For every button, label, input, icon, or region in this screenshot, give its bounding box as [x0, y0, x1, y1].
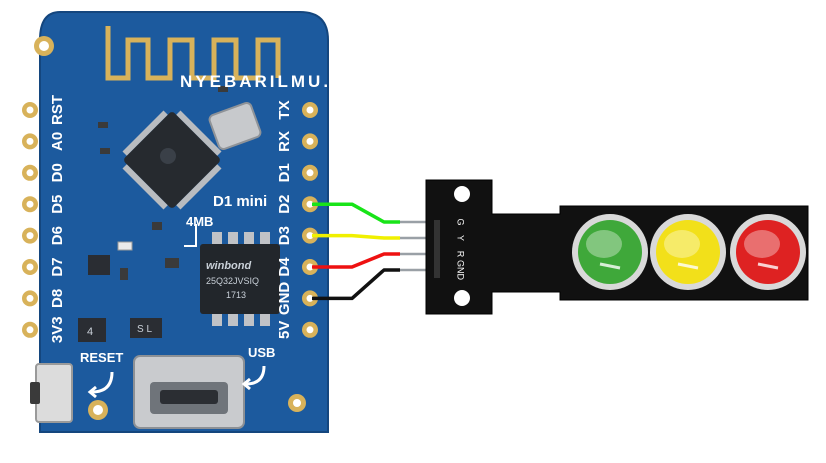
- reset-arrow: [91, 371, 114, 394]
- reset-label: RESET: [80, 350, 123, 365]
- right-pin-label: D1: [276, 163, 293, 182]
- flash-size-arrow: [184, 224, 197, 247]
- left-pin-d8: D8: [22, 289, 66, 308]
- right-pin-label: RX: [276, 131, 293, 152]
- left-pin-label: A0: [49, 132, 66, 151]
- left-pin-a0: A0: [22, 132, 66, 151]
- module-mount-hole-top: [454, 186, 470, 202]
- flash-chip: [200, 232, 280, 326]
- left-pin-d0: D0: [22, 163, 66, 182]
- sl-part-label: S L: [137, 324, 152, 335]
- left-pin-label: D5: [49, 195, 66, 214]
- wire-d3-to-y: [312, 233, 442, 240]
- left-pin-3v3: 3V3: [22, 316, 66, 343]
- led-red: [730, 214, 806, 290]
- left-pin-label: D0: [49, 163, 66, 182]
- usb-arrow: [245, 365, 266, 386]
- jumper-wires: [312, 202, 442, 301]
- left-pin-label: D6: [49, 226, 66, 245]
- left-pin-label: D7: [49, 257, 66, 276]
- esp8266-chip: [122, 110, 222, 210]
- right-pin-label: D3: [276, 226, 293, 245]
- led-green: [572, 214, 648, 290]
- sl-part: [130, 318, 162, 338]
- right-pin-d2: D2: [276, 195, 318, 214]
- flash-chip-model: 25Q32JVSIQ: [206, 276, 259, 286]
- usb-label: USB: [248, 345, 275, 360]
- right-pin-label: TX: [276, 100, 293, 119]
- right-pin-d3: D3: [276, 226, 318, 245]
- right-pin-label: D4: [276, 257, 293, 277]
- left-pin-d5: D5: [22, 195, 66, 214]
- micro-usb-connector: [133, 355, 245, 429]
- right-pin-tx: TX: [276, 100, 318, 120]
- regulator-chip: [78, 318, 106, 342]
- left-pin-rst: RST: [22, 95, 66, 125]
- wire-d4-to-r: [312, 252, 442, 269]
- flash-chip-date: 1713: [226, 290, 246, 300]
- right-pin-rx: RX: [276, 131, 318, 152]
- wire-gnd-to-gnd: [312, 268, 442, 301]
- right-pin-gnd: GND: [276, 282, 318, 316]
- tl-pin-label-gnd: GND: [456, 260, 466, 281]
- tl-pin-label-r: R: [456, 251, 466, 258]
- left-pin-d7: D7: [22, 257, 66, 277]
- right-pin-label: 5V: [276, 321, 293, 339]
- flash-size-label: 4MB: [186, 214, 213, 229]
- tl-pin-label-g: G: [456, 218, 466, 225]
- board-name: D1 mini: [213, 193, 267, 210]
- right-pin-5v: 5V: [276, 321, 318, 339]
- crystal-oscillator: [208, 101, 262, 151]
- wire-d2-to-g: [312, 202, 442, 224]
- right-pin-label: D2: [276, 195, 293, 214]
- d1-mini-board: [30, 11, 329, 433]
- left-pin-label: D8: [49, 289, 66, 308]
- module-mount-hole-bottom: [454, 290, 470, 306]
- antenna-trace: [105, 26, 281, 81]
- left-pin-label: RST: [49, 95, 66, 125]
- right-pin-d4: D4: [276, 257, 318, 277]
- regulator-label: 4: [87, 326, 93, 338]
- tl-pin-label-y: Y: [456, 235, 466, 241]
- left-pin-label: 3V3: [49, 316, 66, 343]
- traffic-light-pin-labels: G Y R GND: [456, 218, 466, 280]
- right-pin-label: GND: [276, 282, 293, 316]
- traffic-light-leds: [572, 214, 806, 290]
- led-yellow: [650, 214, 726, 290]
- left-pin-d6: D6: [22, 226, 66, 245]
- right-pin-d1: D1: [276, 163, 318, 182]
- reset-button[interactable]: [30, 363, 73, 423]
- watermark-text: NYEBARILMU.COM: [180, 72, 380, 91]
- flash-chip-brand: winbond: [206, 260, 251, 272]
